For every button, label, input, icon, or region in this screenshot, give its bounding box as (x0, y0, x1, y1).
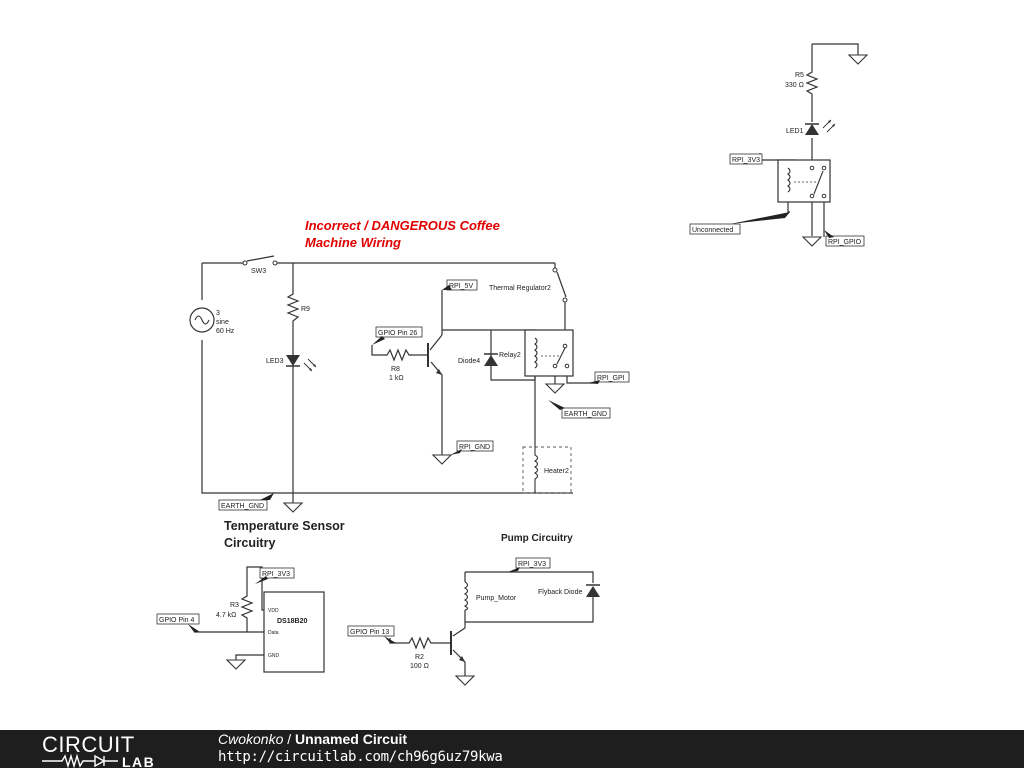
net-label-rpi-3v3-top: RPI_3V3 (732, 157, 760, 164)
logo-text-top: CIRCUIT (42, 732, 135, 757)
net-label-gpio13: GPIO Pin 13 (350, 629, 389, 636)
r8-value: 1 kΩ (389, 375, 404, 382)
thermal-regulator-switch[interactable] (552, 267, 568, 303)
net-tag-rpi-gpio: RPI_GPIO (824, 230, 865, 247)
net-label-rpi-gpi: RPI_GPI (597, 375, 625, 382)
net-tag-earth-gnd-main: EARTH_GND (218, 493, 274, 511)
net-tag-rpi-3v3-temp: RPI_3V3 (255, 567, 295, 584)
net-tag-rpi-3v3-top: RPI_3V3 (729, 153, 763, 165)
main-circuit-wires (201, 262, 595, 503)
owner-separator: / (283, 731, 296, 747)
r2-resistor[interactable] (405, 636, 434, 650)
earth-ground-symbol (282, 502, 304, 513)
net-tag-gpio4: GPIO Pin 4 (156, 613, 200, 632)
temp-ground-symbol (225, 659, 247, 670)
net-label-rpi-3v3-temp: RPI_3V3 (262, 571, 290, 578)
circuit-name: Unnamed Circuit (295, 731, 408, 747)
r2-name: R2 (415, 654, 424, 661)
footer-bar: CIRCUIT LAB Cwokonko / Unnamed Circuit h… (0, 730, 1024, 768)
source-amplitude: 3 (216, 310, 220, 317)
net-tag-gpio26: GPIO Pin 26 (372, 326, 423, 345)
diode4[interactable] (484, 350, 498, 368)
net-label-rpi-gpio: RPI_GPIO (828, 239, 862, 246)
pump-wires (389, 571, 594, 676)
net-tag-earth-gnd-relay: EARTH_GND (548, 400, 611, 419)
r9-resistor[interactable] (286, 290, 300, 325)
net-label-unconnected: Unconnected (692, 227, 733, 234)
r3-resistor[interactable] (240, 592, 254, 620)
led1-diode[interactable] (805, 119, 836, 135)
relay1[interactable] (777, 159, 831, 203)
ds18b20-sensor[interactable] (263, 591, 325, 673)
diagram-title-line1: Incorrect / DANGEROUS Coffee (305, 218, 500, 233)
top-right-wires (759, 43, 859, 237)
circuit-url[interactable]: http://circuitlab.com/ch96g6uz79kwa (218, 749, 503, 765)
owner-username[interactable]: Cwokonko (218, 731, 284, 747)
pump-ground-symbol (454, 675, 476, 686)
r8-name: R8 (391, 366, 400, 373)
led3-label: LED3 (266, 358, 284, 365)
flyback-diode[interactable] (586, 584, 600, 597)
relay-driver-transistor[interactable] (427, 334, 443, 375)
ac-source[interactable] (189, 307, 215, 333)
diagram-title-line2: Machine Wiring (305, 235, 401, 250)
heater2[interactable] (522, 445, 572, 494)
top-ground-symbol (847, 54, 869, 65)
net-tag-rpi-5v: RPI_5V (442, 279, 478, 291)
source-frequency: 60 Hz (216, 328, 235, 335)
net-tag-gpio13: GPIO Pin 13 (347, 625, 396, 643)
thermal-regulator-label: Thermal Regulator2 (489, 285, 551, 292)
net-tag-rpi-gpi: RPI_GPI (588, 371, 630, 384)
r3-name: R3 (230, 602, 239, 609)
temp-section-title-line2: Circuitry (224, 536, 275, 550)
heater2-label: Heater2 (544, 468, 569, 475)
net-tag-rpi-gnd: RPI_GND (450, 440, 494, 455)
relay-ground-symbol (544, 383, 566, 394)
logo-text-bottom: LAB (122, 754, 155, 768)
circuit-owner-title: Cwokonko / Unnamed Circuit (218, 731, 407, 747)
pump-driver-transistor[interactable] (450, 631, 465, 662)
r2-value: 100 Ω (410, 663, 429, 670)
ds18b20-gnd-pin: GND (268, 653, 280, 659)
ds18b20-data-pin: Data (268, 630, 279, 636)
r9-label: R9 (301, 306, 310, 313)
r5-name: R5 (795, 72, 804, 79)
sw3-label: SW3 (251, 268, 266, 275)
diode4-label: Diode4 (458, 358, 480, 365)
pump-section-title: Pump Circuitry (501, 533, 573, 544)
pump-motor-label: Pump_Motor (476, 595, 517, 602)
schematic-canvas: Incorrect / DANGEROUS Coffee Machine Wir… (156, 43, 869, 686)
net-label-gpio4: GPIO Pin 4 (159, 617, 195, 624)
net-label-gpio26: GPIO Pin 26 (378, 330, 417, 337)
relay2-label: Relay2 (499, 352, 521, 359)
r5-resistor[interactable] (805, 68, 819, 96)
flyback-diode-label: Flyback Diode (538, 589, 582, 596)
net-tag-unconnected: Unconnected (689, 212, 790, 235)
net-label-rpi-5v: RPI_5V (449, 283, 473, 290)
net-tag-rpi-3v3-pump: RPI_3V3 (508, 557, 551, 572)
sw3-switch[interactable] (242, 255, 278, 266)
circuitlab-logo[interactable]: CIRCUIT LAB (40, 732, 190, 768)
ds18b20-vdd-pin: VDD (268, 608, 279, 614)
r3-value: 4.7 kΩ (216, 612, 236, 619)
logo-waveform-icon (42, 753, 118, 768)
net-label-rpi-3v3-pump: RPI_3V3 (518, 561, 546, 568)
ds18b20-name: DS18B20 (277, 618, 307, 625)
relay2[interactable] (524, 329, 574, 377)
led1-label: LED1 (786, 128, 804, 135)
r8-resistor[interactable] (383, 348, 413, 362)
r5-value: 330 Ω (785, 82, 804, 89)
top-right-ground-symbol (801, 236, 823, 247)
net-label-rpi-gnd: RPI_GND (459, 444, 490, 451)
net-label-earth-gnd-relay: EARTH_GND (564, 411, 607, 418)
source-wave: sine (216, 319, 229, 326)
pump-motor[interactable] (463, 581, 469, 611)
led3-diode[interactable] (286, 345, 317, 378)
net-label-earth-gnd-main: EARTH_GND (221, 503, 264, 510)
temp-section-title-line1: Temperature Sensor (224, 519, 345, 533)
rpi-ground-symbol (431, 454, 453, 465)
